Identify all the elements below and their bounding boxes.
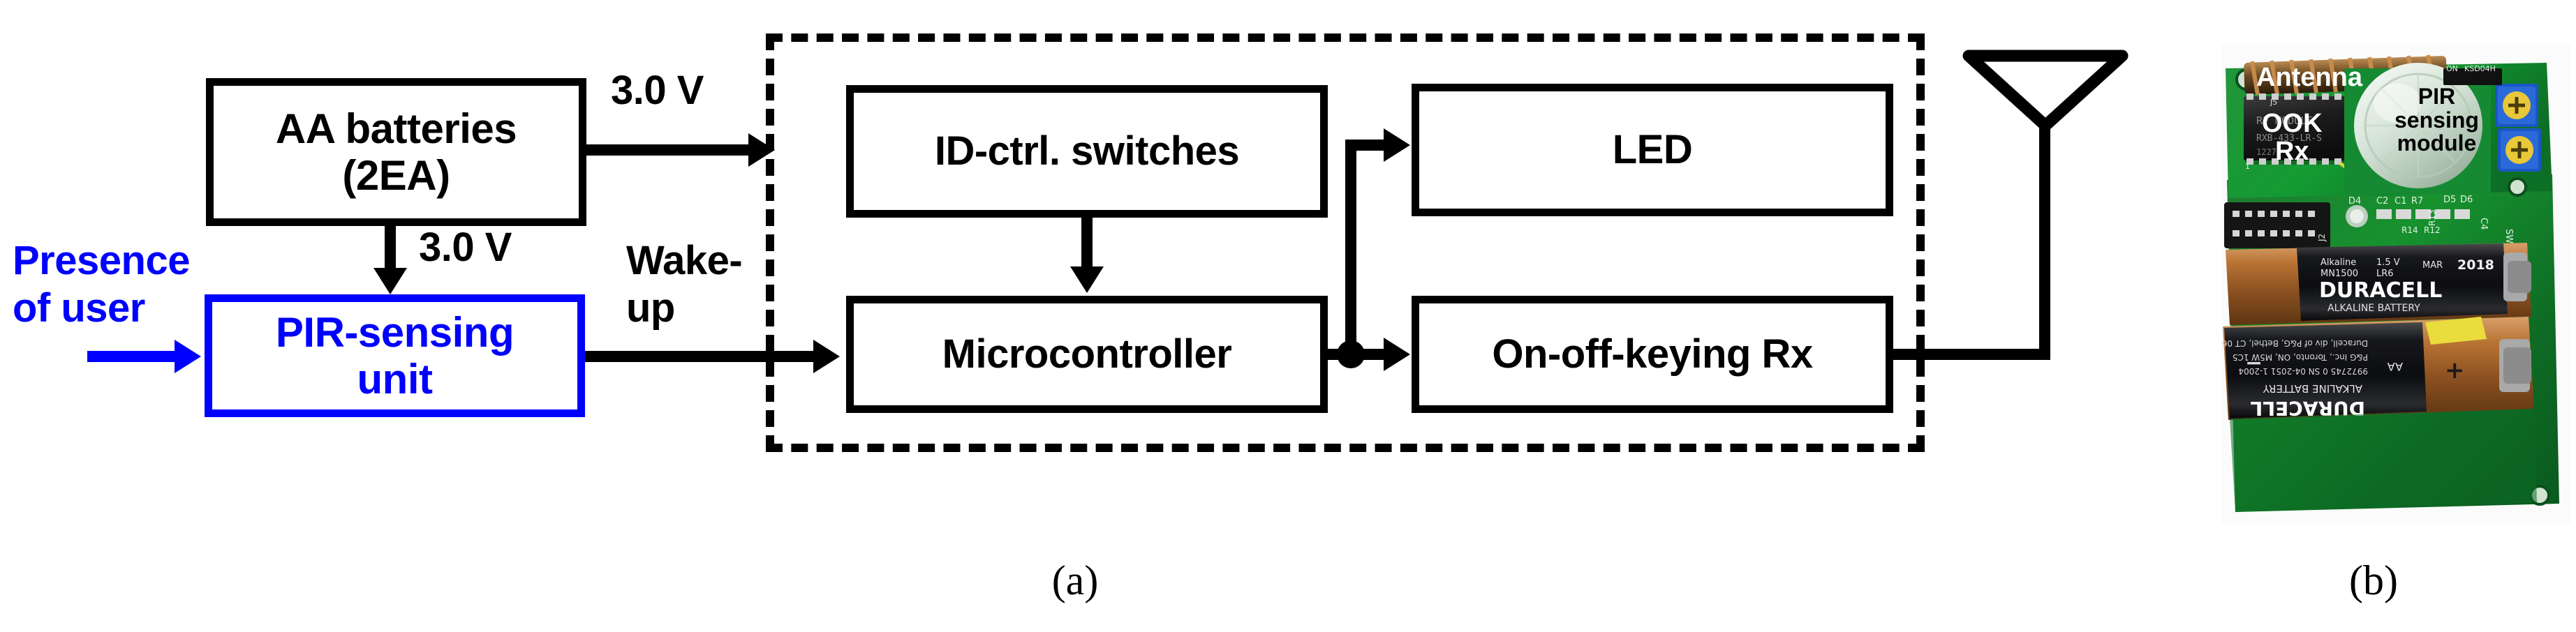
arrowhead-switches-to-microcontroller xyxy=(1070,266,1104,293)
caption-panel-b: (b) xyxy=(2349,557,2398,603)
svg-text:C1: C1 xyxy=(2394,196,2406,206)
edge-label-wake-up: Wake- up xyxy=(626,238,743,331)
antenna-icon xyxy=(1962,50,2129,132)
svg-text:ALKALINE BATTERY: ALKALINE BATTERY xyxy=(2263,382,2362,395)
arrowhead-junction-to-ook-rx xyxy=(1384,338,1410,371)
svg-text:ON: ON xyxy=(2446,64,2458,73)
svg-text:2018: 2018 xyxy=(2457,257,2494,273)
svg-text:DURACELL: DURACELL xyxy=(2319,278,2442,303)
block-aa-batteries-label: AA batteries (2EA) xyxy=(275,105,517,199)
arrowhead-riser-to-led xyxy=(1384,128,1410,162)
block-id-ctrl-switches[interactable]: ID-ctrl. switches xyxy=(846,85,1328,218)
svg-text:−: − xyxy=(2245,351,2263,375)
block-led[interactable]: LED xyxy=(1412,84,1893,216)
svg-text:+: + xyxy=(2445,356,2465,384)
connector-antenna-mast xyxy=(2039,123,2050,354)
svg-text:P&G Inc., Toronto, ON, M5W 1C5: P&G Inc., Toronto, ON, M5W 1C5 xyxy=(2233,352,2368,362)
connector-batteries-to-node xyxy=(586,144,754,156)
block-microcontroller-label: Microcontroller xyxy=(942,331,1232,377)
arrowhead-batteries-to-pir xyxy=(373,268,407,294)
arrowhead-batteries-to-node xyxy=(748,133,775,167)
connector-junction-to-ook-rx xyxy=(1358,349,1387,360)
connector-presence-to-pir xyxy=(87,351,178,362)
svg-text:AA: AA xyxy=(2388,360,2403,373)
svg-text:RF MODULE: RF MODULE xyxy=(2256,114,2313,127)
svg-text:R7: R7 xyxy=(2411,196,2423,206)
svg-text:C2: C2 xyxy=(2376,196,2388,206)
photo-label-pir-sensing-module: PIR sensing module xyxy=(2394,84,2479,156)
svg-text:D5: D5 xyxy=(2443,195,2456,205)
svg-text:MN1500: MN1500 xyxy=(2320,269,2358,279)
connector-pir-to-microcontroller xyxy=(585,351,817,362)
edge-label-presence-of-user: Presence of user xyxy=(13,238,190,331)
svg-text:9972745 0 SN 04-2051 1-2004: 9972745 0 SN 04-2051 1-2004 xyxy=(2238,366,2368,376)
photo-label-ook-rx: OOK Rx xyxy=(2262,109,2323,166)
block-id-ctrl-switches-label: ID-ctrl. switches xyxy=(934,128,1240,174)
connector-junction-riser xyxy=(1345,140,1356,349)
block-ook-rx[interactable]: On-off-keying Rx xyxy=(1412,296,1893,413)
arrowhead-pir-to-microcontroller xyxy=(813,340,840,373)
svg-text:R13: R13 xyxy=(2427,209,2437,226)
svg-text:D4: D4 xyxy=(2348,196,2361,206)
edge-label-supply-to-node: 3.0 V xyxy=(611,68,704,113)
connector-batteries-to-pir xyxy=(385,226,396,269)
svg-text:ALKALINE BATTERY: ALKALINE BATTERY xyxy=(2327,303,2420,314)
connector-switches-to-microcontroller xyxy=(1081,218,1093,268)
svg-text:Alkaline: Alkaline xyxy=(2320,257,2356,268)
block-microcontroller[interactable]: Microcontroller xyxy=(846,296,1328,413)
block-pir-sensing-unit[interactable]: PIR-sensing unit xyxy=(205,294,585,417)
photo-label-antenna: Antenna xyxy=(2256,63,2362,92)
svg-text:KSD04H: KSD04H xyxy=(2464,64,2496,73)
edge-label-supply-to-pir: 3.0 V xyxy=(419,225,512,270)
svg-text:LR6: LR6 xyxy=(2376,269,2394,279)
panel-b-photograph: RF MODULE RXB-433-LR-S 1227 1 J5 xyxy=(2206,0,2576,632)
block-led-label: LED xyxy=(1612,126,1693,172)
svg-text:C4: C4 xyxy=(2478,218,2489,230)
svg-text:Duracell, div of P&G, Bethel,: Duracell, div of P&G, Bethel, CT 06801 xyxy=(2221,338,2368,348)
svg-text:J5: J5 xyxy=(2270,98,2277,107)
svg-text:RXB-433-LR-S: RXB-433-LR-S xyxy=(2256,133,2322,144)
svg-text:1.5 V: 1.5 V xyxy=(2376,257,2400,268)
panel-a-block-diagram: AA batteries (2EA) PIR-sensing unit ID-c… xyxy=(13,33,2129,603)
svg-text:1: 1 xyxy=(2245,162,2250,171)
caption-panel-a: (a) xyxy=(1051,557,1099,603)
block-pir-sensing-unit-label: PIR-sensing unit xyxy=(275,308,515,402)
connector-riser-to-led xyxy=(1345,140,1389,151)
block-aa-batteries[interactable]: AA batteries (2EA) xyxy=(206,78,586,226)
pcb-photo-frame: RF MODULE RXB-433-LR-S 1227 1 J5 xyxy=(2221,43,2570,525)
block-ook-rx-label: On-off-keying Rx xyxy=(1492,331,1813,377)
pcb-photo: RF MODULE RXB-433-LR-S 1227 1 J5 xyxy=(2221,43,2570,525)
arrowhead-presence-to-pir xyxy=(175,340,201,373)
svg-text:MAR: MAR xyxy=(2422,260,2443,271)
svg-text:1227: 1227 xyxy=(2256,147,2277,157)
svg-text:R12: R12 xyxy=(2424,225,2441,235)
svg-text:R14: R14 xyxy=(2401,225,2418,235)
svg-text:J2: J2 xyxy=(2317,234,2327,242)
connector-ook-rx-to-antenna xyxy=(1893,349,2050,360)
svg-text:D6: D6 xyxy=(2460,195,2473,205)
